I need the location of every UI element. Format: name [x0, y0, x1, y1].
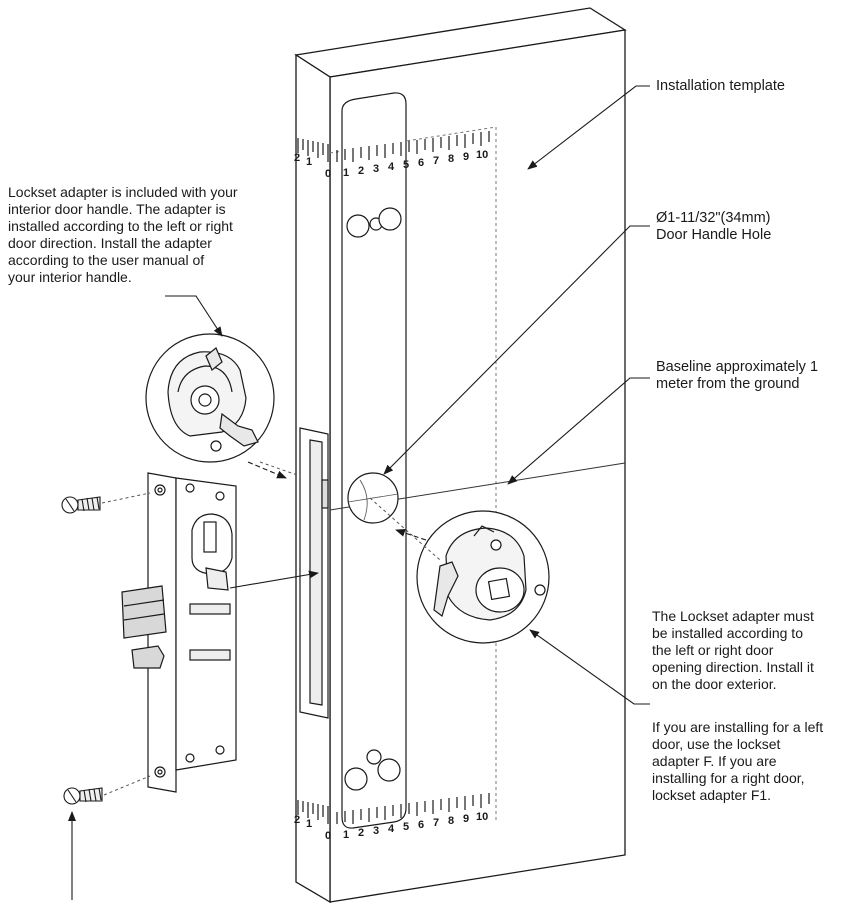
interior-adapter-detail — [145, 333, 275, 463]
callout-line: Door Handle Hole — [656, 227, 772, 243]
note-line: according to the user manual of — [8, 252, 205, 268]
ruler-label: 9 — [463, 813, 469, 825]
ruler-label: 5 — [403, 159, 409, 171]
ruler-label: 1 — [343, 829, 349, 841]
ruler-label: 5 — [403, 821, 409, 833]
interior-adapter-leader — [165, 295, 223, 337]
lower-screw — [63, 787, 103, 805]
ruler-label: 2 — [358, 827, 364, 839]
ruler-label: 2 — [294, 814, 300, 826]
ruler-label: 2 — [294, 152, 300, 164]
mortise-slot — [299, 427, 329, 719]
ruler-label: 10 — [476, 811, 488, 823]
callout-line: Baseline approximately 1 — [656, 359, 819, 375]
ruler-label: 0 — [325, 830, 331, 842]
door-handle-hole-label: Ø1-11/32"(34mm) Door Handle Hole — [656, 210, 771, 244]
ruler-label: 1 — [343, 167, 349, 179]
note-line: on the door exterior. — [652, 676, 777, 692]
note-line: door direction. Install the adapter — [8, 235, 212, 251]
note-line: be installed according to — [652, 625, 803, 641]
ruler-label: 9 — [463, 151, 469, 163]
ruler-label: 7 — [433, 817, 439, 829]
ruler-label: 10 — [476, 149, 488, 161]
note-line: adapter F. If you are — [652, 753, 777, 769]
ruler-label: 4 — [388, 823, 395, 835]
note-line: If you are installing for a left — [652, 719, 824, 735]
exterior-adapter-note: The Lockset adapter must be installed ac… — [652, 608, 814, 693]
adapter-to-door-arrow — [247, 461, 287, 479]
interior-adapter-note: Lockset adapter is included with your in… — [8, 184, 238, 286]
ruler-label: 0 — [325, 168, 331, 180]
callout-lines — [68, 85, 650, 900]
note-line: installed according to the left or right — [8, 218, 233, 234]
top-ruler — [297, 131, 490, 162]
bottom-ruler — [297, 793, 490, 824]
ruler-label: 6 — [418, 157, 424, 169]
note-line: opening direction. Install it — [652, 659, 814, 675]
note-line: installing for a right door, — [652, 770, 805, 786]
door-handle-hole — [347, 472, 399, 524]
ruler-label: 2 — [358, 165, 364, 177]
note-line: interior door handle. The adapter is — [8, 201, 226, 217]
installation-template-label: Installation template — [656, 78, 785, 95]
callout-line: Ø1-11/32"(34mm) — [656, 210, 771, 226]
ruler-label: 8 — [448, 153, 454, 165]
lock-to-slot-arrow — [229, 570, 319, 589]
baseline-label: Baseline approximately 1 meter from the … — [656, 359, 818, 393]
hole-leader — [383, 225, 650, 475]
latch-bolt — [121, 585, 167, 639]
deadlatch — [131, 645, 165, 669]
note-line: Lockset adapter is included with your — [8, 184, 238, 200]
ruler-label: 3 — [373, 825, 379, 837]
ruler-label: 1 — [306, 156, 312, 168]
ruler-label: 4 — [388, 161, 395, 173]
ruler-label: 7 — [433, 155, 439, 167]
ruler-label: 6 — [418, 819, 424, 831]
exterior-adapter-leader — [529, 629, 650, 705]
mortise-lock-body — [121, 472, 237, 793]
exterior-adapter-detail — [416, 510, 550, 644]
ruler-label: 8 — [448, 815, 454, 827]
template-leader — [527, 85, 650, 170]
upper-screw — [61, 496, 101, 514]
ruler-label: 1 — [306, 818, 312, 830]
bottom-ruler-labels: 2 1 0 1 2 3 4 5 6 7 8 9 10 — [294, 811, 488, 842]
note-line: door, use the lockset — [652, 736, 781, 752]
note-line: your interior handle. — [8, 269, 132, 285]
note-line: the left or right door — [652, 642, 774, 658]
note-line: lockset adapter F1. — [652, 787, 772, 803]
callout-line: Installation template — [656, 78, 785, 94]
template-outline — [329, 126, 497, 820]
top-ruler-labels: 2 1 0 1 2 3 4 5 6 7 8 9 10 — [294, 149, 488, 180]
baseline-leader — [507, 377, 650, 485]
adapter-to-hole-arrow — [395, 529, 427, 541]
ruler-label: 3 — [373, 163, 379, 175]
assembly-lines — [101, 461, 441, 796]
note-line: The Lockset adapter must — [652, 608, 814, 624]
template-faceplate — [341, 92, 407, 829]
left-right-note: If you are installing for a left door, u… — [652, 719, 823, 804]
callout-line: meter from the ground — [656, 376, 800, 392]
